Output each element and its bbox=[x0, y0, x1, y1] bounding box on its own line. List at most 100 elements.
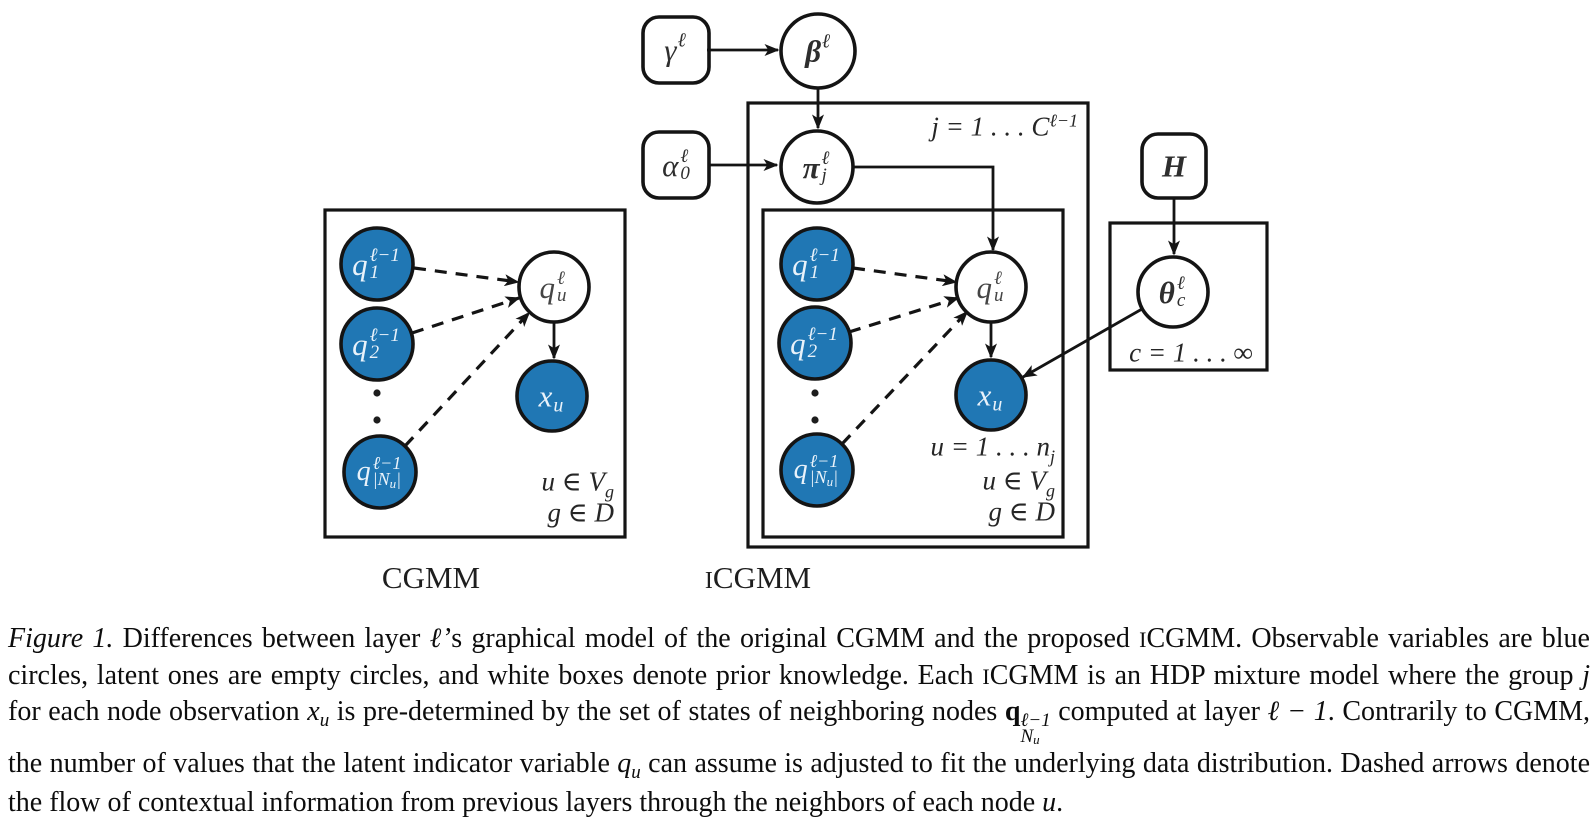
u-in-text: u ∈ V bbox=[982, 465, 1046, 496]
dashed-edge-q2-to-qu-icgmm bbox=[848, 296, 960, 334]
q2-sup: ℓ−1 bbox=[807, 324, 838, 345]
j-range-text: j = 1 . . . C bbox=[931, 111, 1050, 142]
q-symbol: q bbox=[352, 246, 368, 282]
qn-node-cgmm bbox=[342, 434, 418, 510]
icgmm-title: ICGMM bbox=[705, 560, 811, 596]
q-symbol: q bbox=[356, 456, 371, 487]
q2-sup: ℓ−1 bbox=[369, 325, 400, 346]
vdots-cgmm bbox=[373, 389, 381, 424]
h-symbol: H bbox=[1161, 148, 1187, 184]
h-node-label: H bbox=[1162, 151, 1186, 182]
vdots-icgmm bbox=[811, 389, 819, 424]
theta-sub: c bbox=[1176, 290, 1186, 311]
qn-sub-post: | bbox=[396, 469, 402, 489]
j-range-annotation: j = 1 . . . Cℓ−1 bbox=[931, 110, 1078, 142]
dashed-edge-qn-to-qu-cgmm bbox=[403, 311, 531, 448]
qn-sup: ℓ−1 bbox=[809, 451, 839, 471]
caption-segment: computed at layer bbox=[1050, 696, 1268, 727]
dashed-edge-qn-to-qu-icgmm bbox=[840, 310, 969, 446]
caption-smallcap-i: I bbox=[1139, 627, 1147, 652]
theta-symbol: θ bbox=[1158, 274, 1175, 310]
dashed-edge-q2-to-qu-cgmm bbox=[411, 296, 521, 335]
cgmm-g-in-annotation: g ∈ D bbox=[548, 499, 615, 527]
q-symbol: q bbox=[976, 269, 993, 305]
qn-sub-u: u bbox=[389, 476, 397, 491]
cgmm-plate bbox=[323, 208, 627, 539]
edge-theta-to-xu bbox=[1021, 307, 1143, 379]
q2-node-cgmm bbox=[339, 306, 415, 382]
pi-node bbox=[779, 129, 855, 205]
caption-j-symbol: j bbox=[1582, 659, 1590, 691]
q2-sub: 2 bbox=[369, 342, 380, 363]
qn-sup: ℓ−1 bbox=[372, 453, 402, 473]
caption-ell-minus-one: ℓ − 1 bbox=[1267, 696, 1328, 727]
icgmm-title-text: CGMM bbox=[712, 560, 812, 595]
pi-sub: j bbox=[821, 165, 827, 186]
caption-q-bold-symbol: q bbox=[1004, 696, 1021, 727]
x-symbol: x bbox=[538, 378, 553, 414]
q-symbol: q bbox=[790, 325, 806, 361]
g-in-text: g ∈ D bbox=[988, 496, 1056, 527]
theta-plate bbox=[1108, 221, 1269, 372]
graphical-model-diagram bbox=[323, 12, 1269, 549]
qu-node-icgmm bbox=[954, 250, 1028, 324]
caption-segment: can assume is adjusted to fit the underl… bbox=[8, 748, 1590, 818]
caption-figure-number: Figure 1. bbox=[8, 623, 114, 654]
caption-smallcap-i: I bbox=[982, 663, 990, 689]
caption-q-sub: u bbox=[631, 762, 641, 783]
u-range-sub: j bbox=[1049, 446, 1055, 467]
alpha-sub: 0 bbox=[680, 163, 690, 184]
q1-sup: ℓ−1 bbox=[809, 245, 840, 266]
q-symbol: q bbox=[352, 326, 368, 362]
q-symbol: q bbox=[792, 246, 808, 282]
cgmm-title-text: CGMM bbox=[381, 560, 481, 595]
qu-sup: ℓ bbox=[557, 268, 565, 289]
xu-node-icgmm bbox=[954, 358, 1028, 432]
xu-sub: u bbox=[553, 394, 564, 416]
caption-x-sub: u bbox=[319, 710, 330, 731]
pi-sup: ℓ bbox=[821, 148, 830, 169]
q1-node-icgmm bbox=[779, 226, 855, 302]
gamma-sup: ℓ bbox=[677, 29, 686, 51]
caption-segment: for each node observation bbox=[8, 696, 308, 727]
j-range-sup: ℓ−1 bbox=[1049, 110, 1078, 131]
u-in-text: u ∈ V bbox=[541, 466, 605, 497]
qn-node-icgmm bbox=[779, 432, 855, 508]
caption-segment: ’s graphical model of the original CGMM … bbox=[443, 623, 1140, 654]
qu-sub: u bbox=[994, 285, 1004, 306]
xu-node-cgmm bbox=[515, 359, 589, 433]
qn-sub-pre: |N bbox=[372, 469, 390, 489]
u-range-text: u = 1 . . . n bbox=[930, 431, 1050, 462]
q1-sub: 1 bbox=[809, 262, 820, 283]
u-in-sub: g bbox=[1046, 480, 1055, 501]
qu-node-cgmm bbox=[517, 250, 591, 324]
caption-segment: Differences between layer bbox=[113, 623, 430, 654]
icgmm-title-smallcap-i: I bbox=[704, 568, 713, 594]
beta-sup: ℓ bbox=[822, 30, 831, 52]
caption-segment: CGMM. Observable variables are blue circ… bbox=[8, 623, 1590, 691]
caption-q-sub-n: N bbox=[1020, 726, 1034, 747]
edge-pi-to-qu bbox=[853, 165, 999, 252]
caption-segment: . Contrarily to CGMM, the number of valu… bbox=[8, 696, 1591, 779]
theta-sup: ℓ bbox=[1176, 273, 1185, 294]
icgmm-outer-plate bbox=[746, 101, 1090, 549]
cgmm-title: CGMM bbox=[382, 560, 480, 596]
dashed-edge-q1-to-qu-cgmm bbox=[413, 266, 520, 287]
q-symbol: q bbox=[793, 454, 808, 485]
beta-node bbox=[779, 12, 857, 90]
theta-node bbox=[1136, 255, 1210, 329]
dashed-edge-q1-to-qu-icgmm bbox=[852, 266, 958, 287]
